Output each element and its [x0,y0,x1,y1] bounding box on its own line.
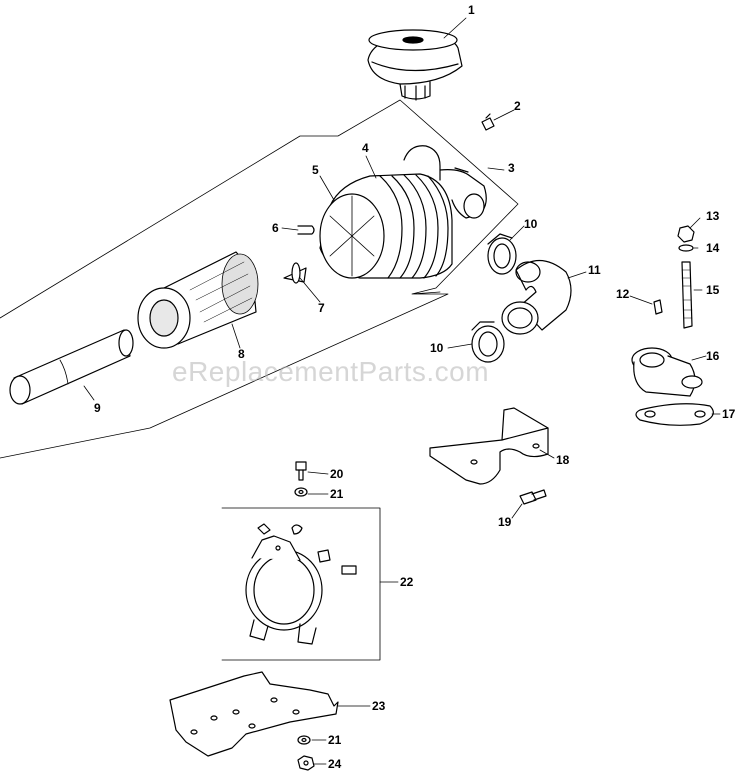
callout-13: 13 [706,209,720,223]
callout-12: 12 [616,287,630,301]
callout-14: 14 [706,241,720,255]
part-20-bolt [295,461,307,481]
callout-1: 1 [468,3,475,17]
part-17-gasket [635,403,714,426]
part-16-adapter [631,347,703,397]
part-1-cover [367,29,463,101]
callout-23: 23 [372,699,386,713]
part-24-nut [297,755,315,771]
part-14-washer [678,244,694,252]
callout-19: 19 [498,515,512,529]
part-23-plate [169,671,339,757]
part-13-nut [677,225,695,243]
leader-lines [83,17,721,765]
callout-21-upper: 21 [330,487,344,501]
part-11-elbow [501,259,572,335]
callout-22: 22 [400,575,414,589]
part-21-washer-b [297,735,311,745]
part-2-fitting [481,113,495,131]
callout-2: 2 [514,99,521,113]
callout-10-lower: 10 [430,341,444,355]
part-6-clip [297,225,315,235]
assembly-outline [0,99,519,459]
callout-9: 9 [94,401,101,415]
callout-16: 16 [706,349,720,363]
callout-4: 4 [362,141,369,155]
part-19-screw [519,489,547,505]
part-15-stud [681,261,693,329]
part-10-clamp-upper [487,233,517,275]
callout-8: 8 [238,347,245,361]
watermark: eReplacementParts.com [172,356,490,387]
part-9-filter [9,329,134,405]
callout-21-lower: 21 [328,733,342,747]
callout-10-upper: 10 [524,217,538,231]
callout-15: 15 [706,283,720,297]
callout-20: 20 [330,467,344,481]
part-12-bolt [653,299,663,315]
callout-5: 5 [312,163,319,177]
callout-11: 11 [588,263,601,277]
callout-6: 6 [272,221,279,235]
part-10-clamp-lower [471,321,505,363]
part-7-valve [283,262,307,284]
part-22-clamp [245,523,357,645]
callout-24: 24 [328,757,342,771]
callout-17: 17 [722,407,736,421]
part-21-washer-a [294,487,308,497]
part-22-box [221,507,381,661]
part-18-bracket [429,407,549,485]
callout-3: 3 [508,161,515,175]
callout-18: 18 [556,453,570,467]
part-8-filter [137,251,259,349]
callout-7: 7 [318,301,325,315]
part-4-body [319,145,487,279]
